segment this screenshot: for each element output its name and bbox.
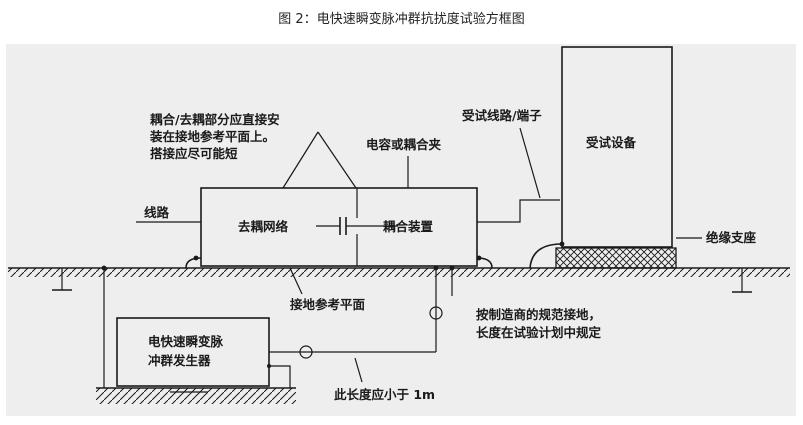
generator-box: [96, 317, 296, 404]
diagram-background: [6, 44, 796, 416]
coupling-device-label: 耦合装置: [383, 219, 434, 234]
ground-reference-plane: [8, 267, 790, 277]
line-label: 线路: [144, 205, 170, 220]
decoupling-network-label: 去耦网络: [238, 219, 289, 234]
figure-caption: 图 2：电快速瞬变脉冲群抗扰度试验方框图: [278, 12, 525, 27]
eut-label: 受试设备: [586, 135, 637, 150]
insulation-support-label: 绝缘支座: [706, 230, 757, 245]
right-ground-symbol: [732, 268, 752, 293]
eut-line: [477, 199, 560, 223]
generator-label-line-2: 冲群发生器: [148, 353, 211, 368]
ground-note-line-1: 按制造商的规范接地，: [476, 307, 601, 322]
capacitor-clamp-label: 电容或耦合夹: [366, 137, 442, 152]
leader-lines: [170, 127, 702, 393]
left-ground-symbol: [52, 268, 72, 291]
eut-line-label: 受试线路/端子: [462, 108, 542, 123]
generator-connections: [101, 265, 455, 388]
coupling-decoupling-box: [185, 187, 493, 269]
length-note-label: 此长度应小于 1m: [334, 387, 435, 402]
coupling-note-line-1: 耦合/去耦部分应直接安: [150, 112, 280, 127]
coupling-note-line-2: 装在接地参考平面上。: [149, 129, 275, 144]
coupling-note-line-3: 搭接应尽可能短: [150, 146, 238, 161]
generator-label-line-1: 电快速瞬变脉: [148, 334, 224, 349]
eut-box: [529, 46, 677, 269]
ground-plane-label: 接地参考平面: [290, 297, 366, 312]
ground-note-line-2: 长度在试验计划中规定: [476, 325, 602, 340]
